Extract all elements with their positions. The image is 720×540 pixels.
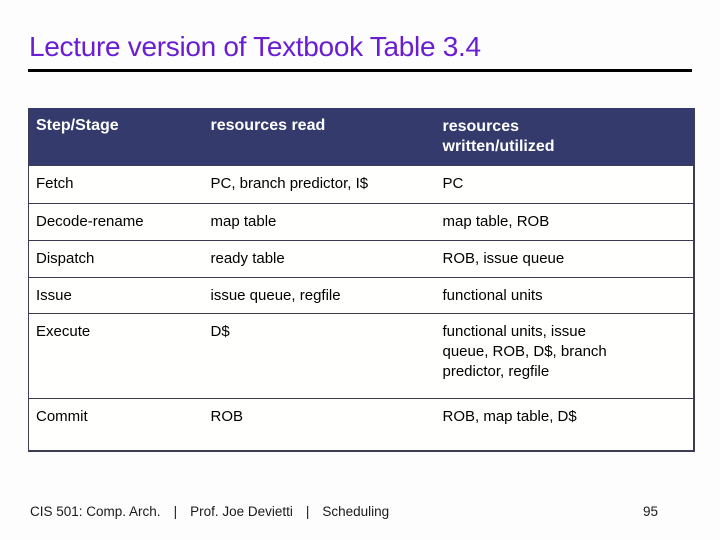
topic-label: Scheduling bbox=[322, 504, 390, 519]
slide-footer: CIS 501: Comp. Arch. | Prof. Joe Deviett… bbox=[30, 504, 692, 519]
header-cell-stage: Step/Stage bbox=[28, 108, 204, 165]
cell-read: ready table bbox=[203, 239, 436, 277]
cell-written: functional units, issue queue, ROB, D$, … bbox=[435, 312, 694, 398]
table-row-commit: Commit ROB ROB, map table, D$ bbox=[28, 397, 694, 451]
header-cell-written-label: resources written/utilized bbox=[442, 118, 555, 155]
table-header-row: Step/Stage resources read resources writ… bbox=[28, 108, 694, 165]
cell-written: ROB, issue queue bbox=[435, 239, 694, 277]
cell-stage: Commit bbox=[28, 397, 204, 451]
cell-read: map table bbox=[203, 202, 436, 240]
cell-stage: Execute bbox=[28, 312, 204, 398]
header-cell-read: resources read bbox=[203, 108, 436, 165]
page-title: Lecture version of Textbook Table 3.4 bbox=[29, 31, 481, 62]
cell-stage: Issue bbox=[28, 276, 204, 313]
table-row-execute: Execute D$ functional units, issue queue… bbox=[28, 312, 694, 398]
cell-stage: Dispatch bbox=[28, 239, 204, 277]
cell-written: map table, ROB bbox=[435, 202, 694, 240]
cell-read: ROB bbox=[203, 397, 436, 451]
cell-read: PC, branch predictor, I$ bbox=[203, 164, 436, 203]
cell-written: ROB, map table, D$ bbox=[435, 397, 694, 451]
cell-stage: Decode-rename bbox=[28, 202, 204, 240]
footer-separator: | bbox=[305, 504, 310, 519]
pipeline-resources-table: Step/Stage resources read resources writ… bbox=[28, 108, 695, 452]
course-label: CIS 501: Comp. Arch. bbox=[30, 504, 161, 519]
cell-stage: Fetch bbox=[28, 164, 204, 203]
cell-written: PC bbox=[435, 164, 694, 203]
cell-read: issue queue, regfile bbox=[203, 276, 436, 313]
page-number: 95 bbox=[642, 504, 658, 519]
cell-written: functional units bbox=[435, 276, 694, 313]
footer-separator: | bbox=[173, 504, 178, 519]
table-row-fetch: Fetch PC, branch predictor, I$ PC bbox=[28, 164, 694, 203]
header-cell-written: resources written/utilized bbox=[435, 108, 694, 165]
cell-read: D$ bbox=[203, 312, 436, 398]
table-row-decode-rename: Decode-rename map table map table, ROB bbox=[28, 202, 694, 240]
table-row-issue: Issue issue queue, regfile functional un… bbox=[28, 276, 694, 313]
author-label: Prof. Joe Devietti bbox=[190, 504, 293, 519]
cell-written-text: functional units, issue queue, ROB, D$, … bbox=[442, 322, 607, 381]
table-row-dispatch: Dispatch ready table ROB, issue queue bbox=[28, 239, 694, 277]
title-underline bbox=[28, 69, 692, 72]
footer-info: CIS 501: Comp. Arch. | Prof. Joe Deviett… bbox=[30, 504, 389, 519]
